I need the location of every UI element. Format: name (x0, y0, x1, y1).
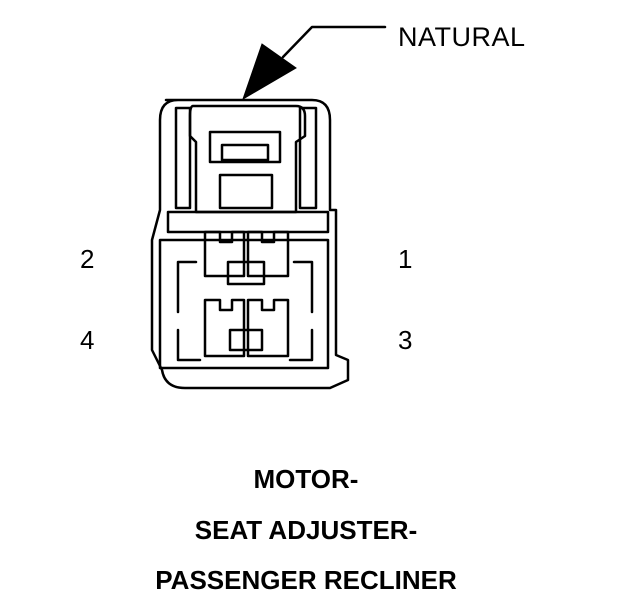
title-line-3: PASSENGER RECLINER (155, 565, 457, 595)
pin-1-label: 1 (398, 244, 413, 274)
tab-slot-outer (208, 130, 282, 164)
terminal-pin-3 (246, 298, 290, 358)
connector-outer-body (150, 98, 350, 390)
title-line-1: MOTOR- (253, 464, 359, 494)
callout-arrowhead (242, 43, 297, 101)
callout-leader-line (281, 25, 387, 59)
title-line-2: SEAT ADJUSTER- (194, 515, 418, 545)
center-rib-lower (228, 328, 264, 352)
right-lower-latch (288, 328, 314, 362)
body-step (166, 210, 330, 234)
right-inner-latch (292, 260, 314, 314)
center-rib-upper (226, 260, 266, 286)
left-lower-latch (176, 328, 202, 362)
terminal-pin-4 (203, 298, 246, 358)
tab-window (218, 173, 274, 210)
left-latch-arm (174, 106, 192, 210)
pin-4-label: 4 (80, 325, 95, 355)
terminal-cavity-frame (158, 238, 330, 370)
tab-slot-inner (220, 143, 270, 162)
pin-3-label: 3 (398, 325, 413, 355)
terminal-pin-1 (246, 230, 290, 278)
callout-natural-label: NATURAL (398, 22, 526, 52)
right-latch-arm (298, 106, 318, 210)
left-inner-latch (176, 260, 198, 314)
pin-2-label: 2 (80, 244, 95, 274)
terminal-pin-2 (203, 230, 246, 278)
